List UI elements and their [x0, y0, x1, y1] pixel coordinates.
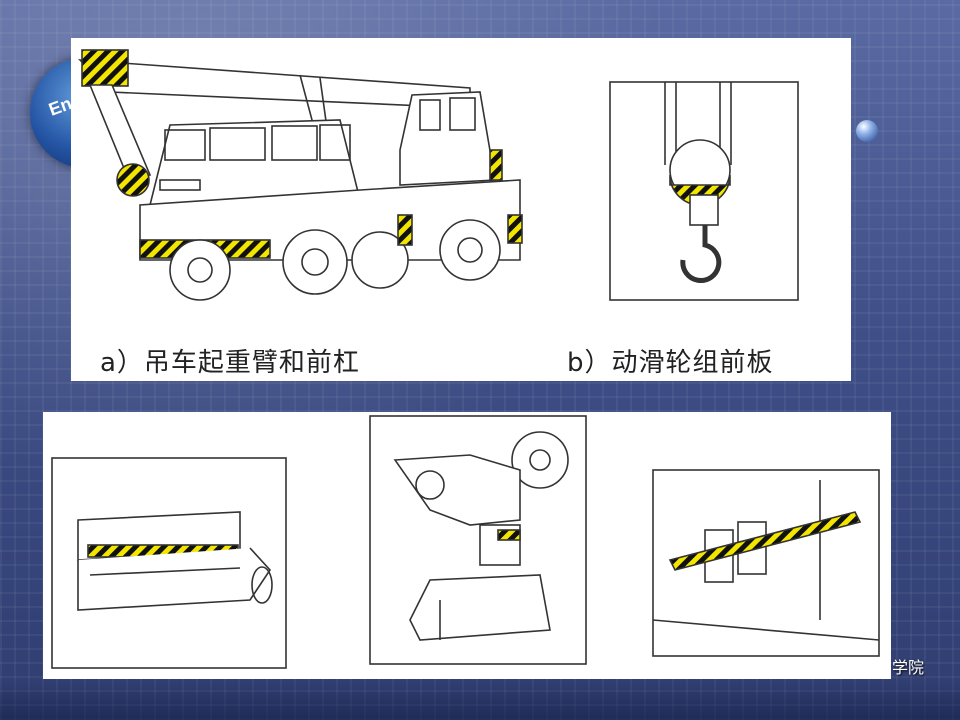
bottom-band: [0, 680, 960, 720]
caption-pulley: b）动滑轮组前板: [567, 348, 774, 378]
top-illustration-panel: [71, 38, 851, 381]
decorative-orb: [856, 120, 878, 142]
footer-text: 学院: [892, 658, 925, 677]
bottom-illustration-panel: [43, 412, 891, 679]
caption-crane: a）吊车起重臂和前杠: [100, 348, 360, 378]
